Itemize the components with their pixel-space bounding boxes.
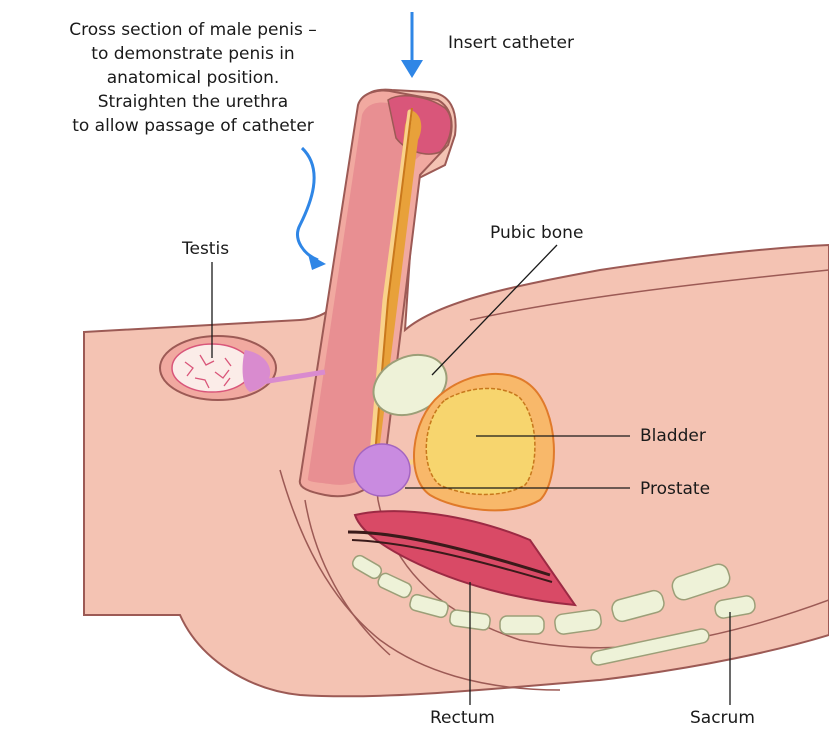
label-sacrum: Sacrum	[690, 706, 755, 730]
straighten-arrow	[298, 148, 326, 270]
instruction-note: Cross section of male penis – to demonst…	[12, 18, 374, 138]
label-pubic-bone: Pubic bone	[490, 221, 583, 245]
insert-arrow	[401, 12, 423, 78]
label-prostate: Prostate	[640, 477, 710, 501]
note-line-3: anatomical position.	[12, 66, 374, 90]
bladder-inner	[426, 388, 535, 494]
prostate-gland	[354, 444, 410, 496]
label-testis: Testis	[182, 237, 229, 261]
note-line-1: Cross section of male penis –	[12, 18, 374, 42]
note-line-2: to demonstrate penis in	[12, 42, 374, 66]
note-line-4: Straighten the urethra	[12, 90, 374, 114]
label-bladder: Bladder	[640, 424, 706, 448]
note-line-5: to allow passage of catheter	[12, 114, 374, 138]
label-insert-catheter: Insert catheter	[448, 31, 574, 55]
label-rectum: Rectum	[430, 706, 495, 730]
